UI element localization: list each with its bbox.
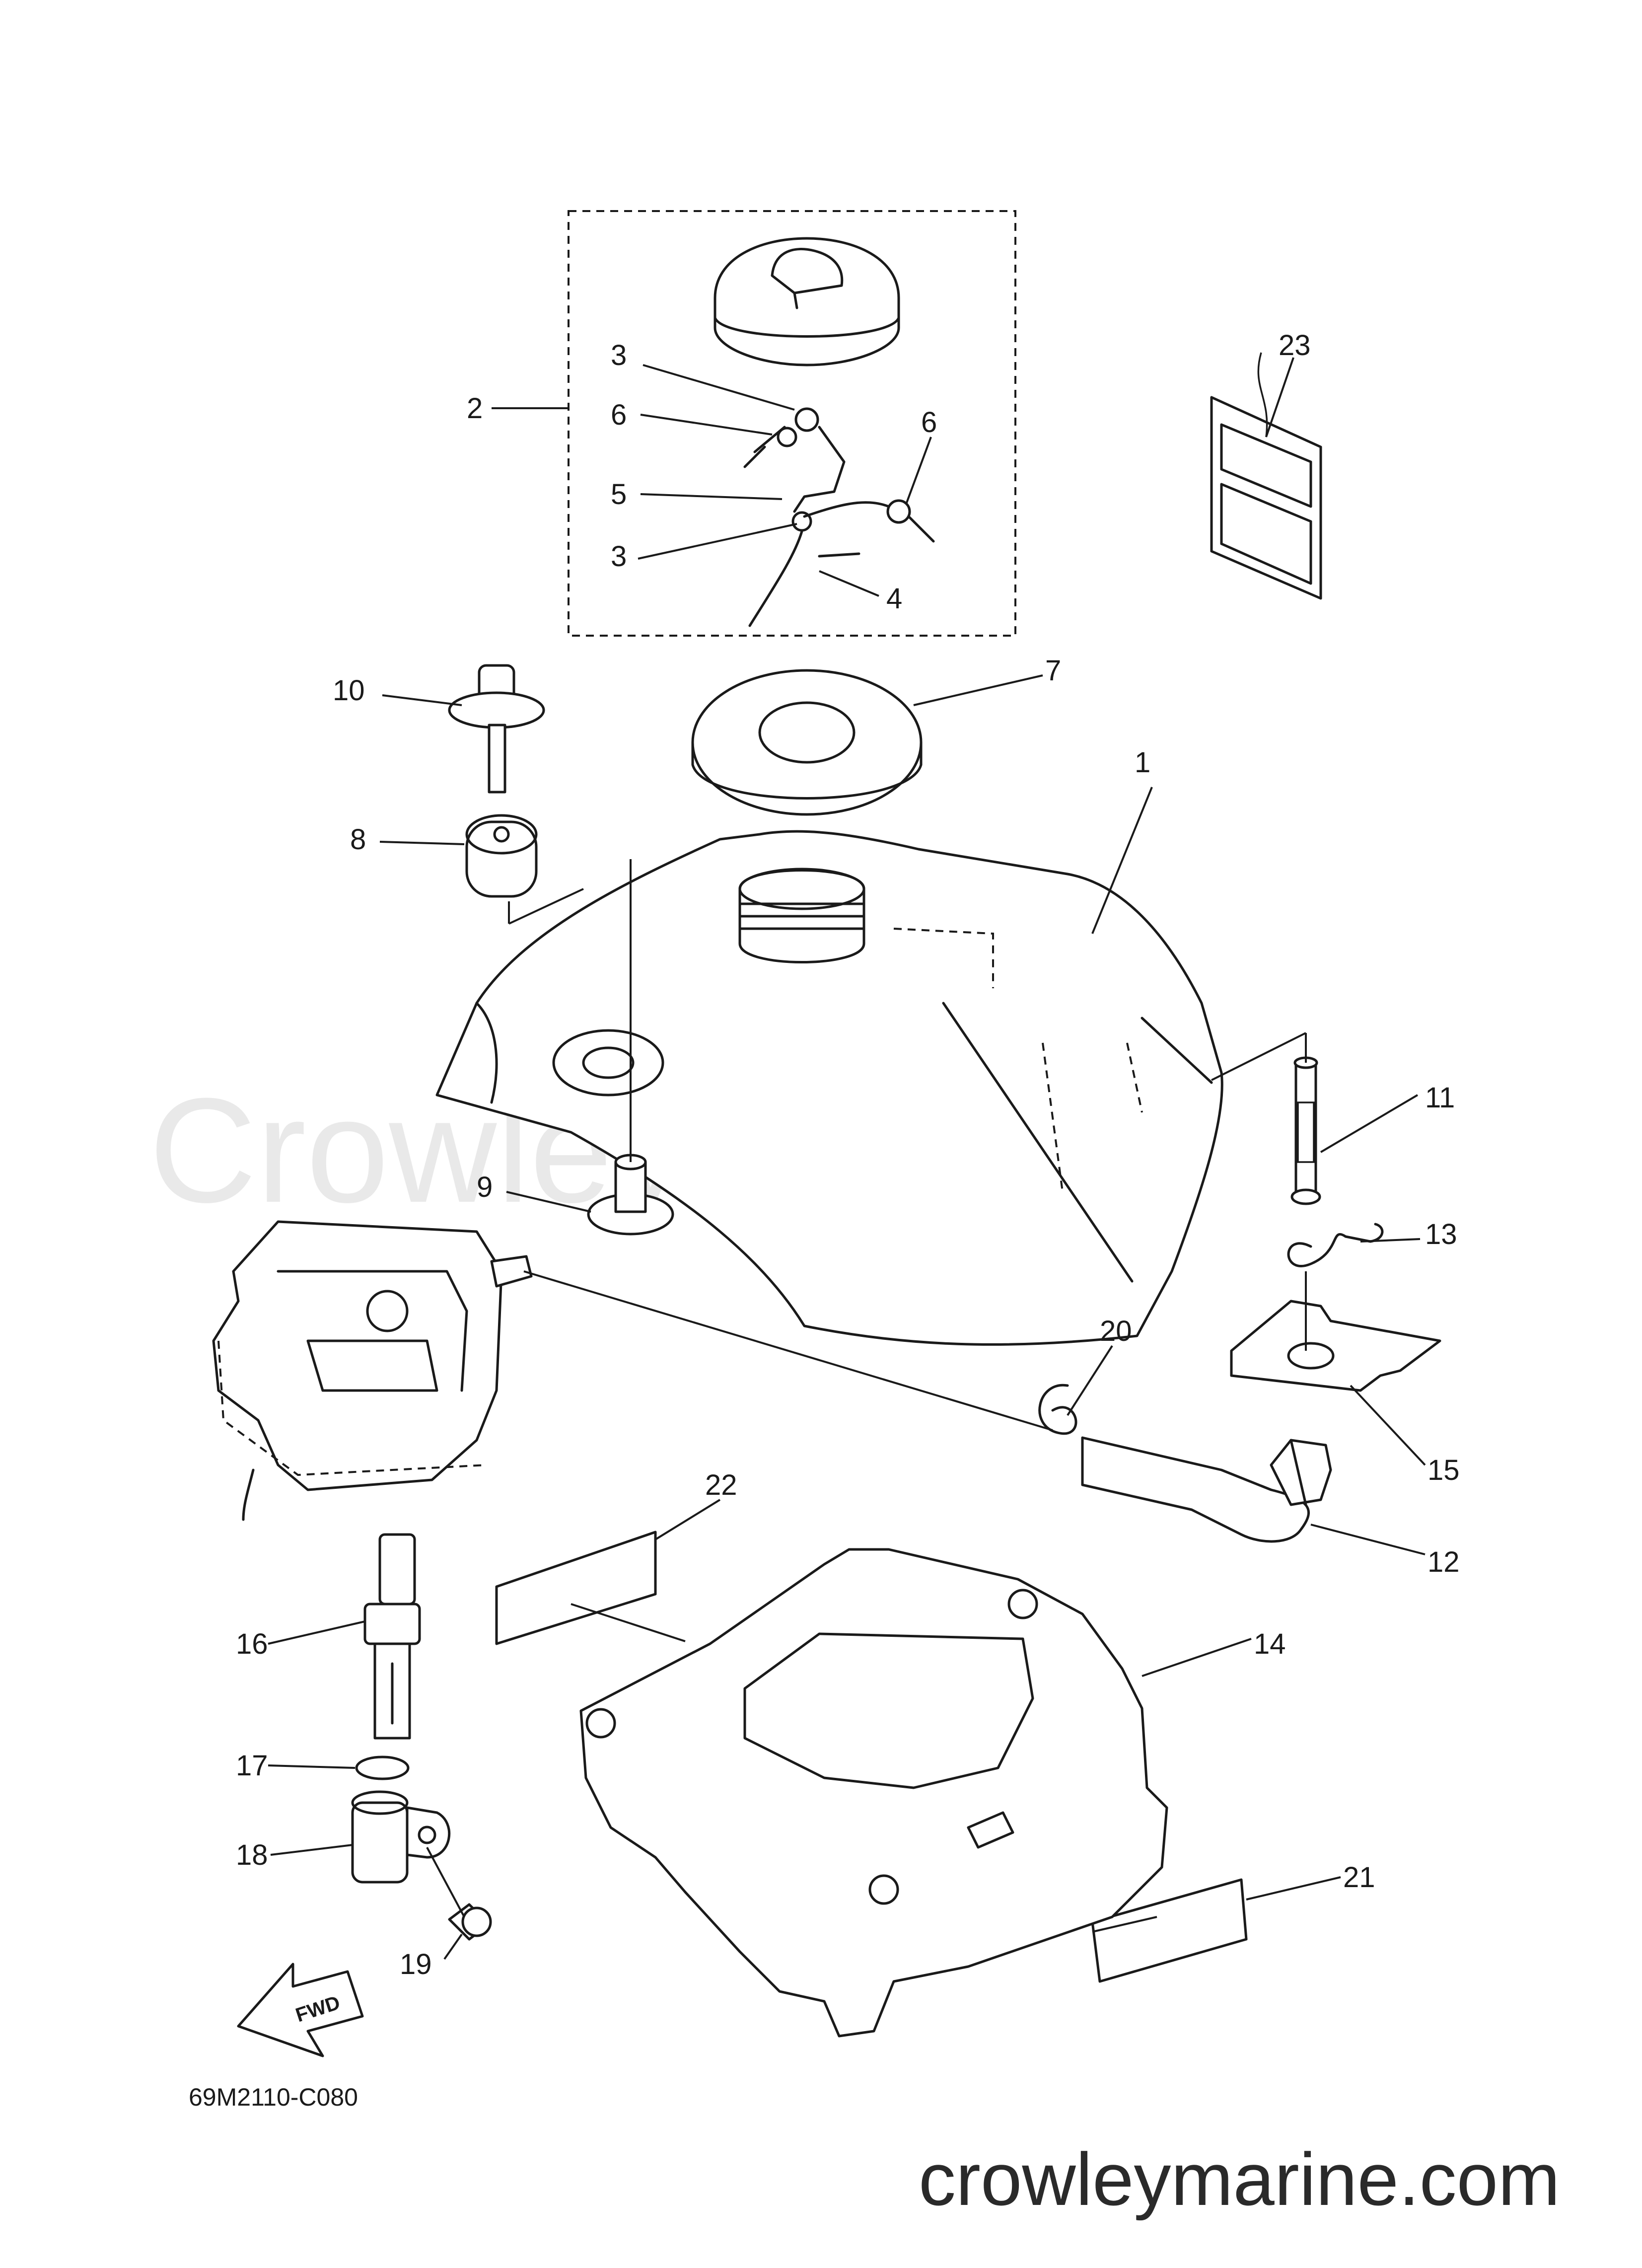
callout-6b: 6 [921, 406, 937, 439]
callout-4: 4 [886, 583, 902, 615]
callout-13: 13 [1425, 1218, 1457, 1250]
callout-12: 12 [1428, 1546, 1460, 1578]
callout-5: 5 [611, 478, 627, 511]
callout-23: 23 [1279, 329, 1311, 362]
holder-18 [351, 1790, 451, 1884]
plate-15 [1230, 1300, 1441, 1392]
carburetor [212, 1220, 533, 1521]
damper-8 [465, 814, 538, 898]
callout-10: 10 [333, 674, 365, 707]
diagram-code: 69M2110-C080 [189, 2083, 358, 2111]
collar-9 [587, 1154, 674, 1236]
hose-12-and-clip-20 [1038, 1384, 1332, 1543]
o-ring-17 [355, 1756, 410, 1780]
site-url: crowleymarine.com [919, 2137, 1560, 2221]
callout-2: 2 [467, 392, 483, 425]
callout-18: 18 [236, 1839, 268, 1871]
callout-7: 7 [1045, 655, 1061, 687]
callout-9: 9 [477, 1171, 493, 1203]
bracket-14 [579, 1548, 1168, 2038]
label-22 [495, 1531, 657, 1645]
callout-22: 22 [705, 1469, 737, 1501]
fuel-tank-1 [435, 830, 1223, 1346]
callout-21: 21 [1343, 1861, 1375, 1894]
callout-6a: 6 [611, 399, 627, 431]
fwd-arrow-icon: FWD [237, 1963, 364, 2057]
callout-8: 8 [350, 823, 366, 856]
label-21 [1091, 1878, 1248, 1983]
callout-3b: 3 [611, 540, 627, 573]
lever-16 [363, 1533, 421, 1740]
callout-1: 1 [1135, 746, 1150, 779]
callout-14: 14 [1254, 1628, 1286, 1660]
clip-13 [1287, 1223, 1384, 1267]
callout-labels: 1 2 3 6 5 3 4 6 23 7 10 8 9 11 13 20 15 … [236, 329, 1460, 1980]
callout-19: 19 [400, 1948, 432, 1980]
fuel-cap-assembly [568, 210, 1016, 637]
callout-16: 16 [236, 1628, 268, 1660]
callout-20: 20 [1100, 1315, 1132, 1347]
leader-lines [268, 357, 1426, 1960]
label-23 [1210, 352, 1322, 600]
screw-19 [448, 1903, 492, 1941]
filter-11 [1290, 1056, 1321, 1205]
callout-17: 17 [236, 1750, 268, 1782]
callout-11: 11 [1425, 1082, 1455, 1114]
grommet-7 [691, 669, 923, 816]
callout-15: 15 [1428, 1454, 1460, 1486]
callout-3a: 3 [611, 339, 627, 371]
screw-10 [448, 664, 545, 794]
